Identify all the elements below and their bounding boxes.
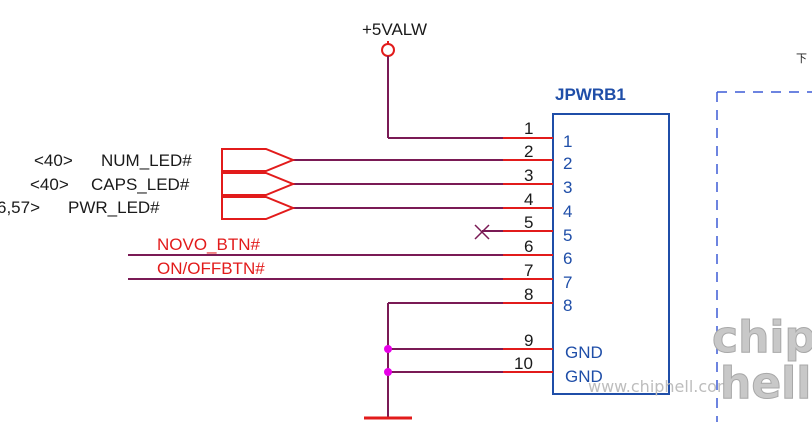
offpage-arrow-pwr-led [221, 196, 296, 220]
no-connect-marker [474, 224, 490, 240]
offpage-arrow-caps-led [221, 172, 296, 196]
pin-numbers: 1 2 3 4 5 6 7 8 9 10 [514, 119, 533, 373]
pin-number: 5 [524, 213, 533, 232]
offpage-arrows [221, 148, 296, 220]
offpage-net-name: PWR_LED# [68, 198, 160, 217]
pin-names: 1 2 3 4 5 6 7 8 GND GND [563, 132, 603, 386]
offpage-ref: <40> [34, 151, 73, 170]
pin-number: 9 [524, 331, 533, 350]
pin-name: 6 [563, 249, 572, 268]
offpage-ref: 6,57> [0, 198, 40, 217]
offpage-labels: <40> NUM_LED# <40> CAPS_LED# 6,57> PWR_L… [0, 151, 192, 217]
watermark-logo-bottom: hell [720, 358, 811, 409]
pin-name: 4 [563, 202, 572, 221]
pin-name: GND [565, 367, 603, 386]
junction-dot-pin10 [384, 368, 392, 376]
pin-number: 7 [524, 261, 533, 280]
offpage-net-name: CAPS_LED# [91, 175, 190, 194]
watermark-url: www.chiphell.com [588, 377, 733, 396]
offpage-ref: <40> [30, 175, 69, 194]
power-rail-label: +5VALW [362, 20, 427, 39]
dashed-frame [716, 91, 812, 422]
pin-number: 2 [524, 142, 533, 161]
pin-number: 6 [524, 237, 533, 256]
watermark-logo-top: chip [712, 312, 812, 363]
pin-number: 1 [524, 119, 533, 138]
net-label-novo-btn: NOVO_BTN# [157, 235, 261, 254]
pin-name: 3 [563, 178, 572, 197]
offpage-net-name: NUM_LED# [101, 151, 192, 170]
corner-text: 下 [796, 53, 807, 65]
power-rail-symbol: +5VALW [362, 20, 427, 138]
offpage-arrow-num-led [221, 148, 296, 172]
pin-number: 10 [514, 354, 533, 373]
pin-name: 8 [563, 296, 572, 315]
watermark: www.chiphell.com chip hell [588, 312, 812, 410]
pin-name: 5 [563, 226, 572, 245]
junction-dot-pin9 [384, 345, 392, 353]
pin-name: 7 [563, 273, 572, 292]
pin-name: 2 [563, 154, 572, 173]
pin-name: GND [565, 343, 603, 362]
pin-name: 1 [563, 132, 572, 151]
pin-stubs [503, 137, 553, 373]
net-label-onoff-btn: ON/OFFBTN# [157, 259, 265, 278]
pin-number: 3 [524, 166, 533, 185]
connector-ref: JPWRB1 [555, 85, 626, 104]
pin-number: 4 [524, 190, 533, 209]
pin-number: 8 [524, 285, 533, 304]
